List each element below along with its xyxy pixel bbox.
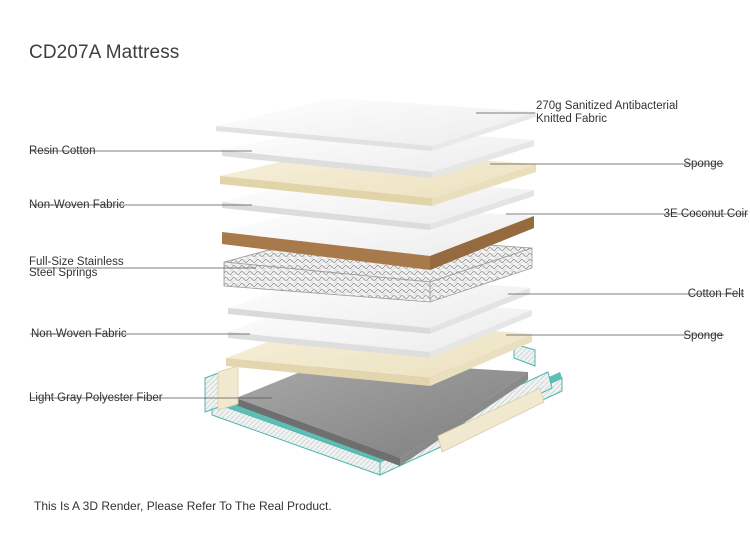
label-resin-cotton: Resin Cotton	[29, 145, 96, 157]
label-cotton-felt: Cotton Felt	[687, 288, 744, 300]
label-non-woven-fabric-top: Non-Woven Fabric	[29, 199, 125, 211]
knitted-fabric-layer	[216, 98, 536, 151]
leader-lines	[30, 112, 748, 399]
label-non-woven-fabric-bottom: Non-Woven Fabric	[31, 328, 127, 340]
label-knitted-fabric-line2: Knitted Fabric	[536, 113, 607, 125]
label-coconut-coir: 3E Coconut Coir	[663, 208, 748, 220]
label-steel-springs-line2: Steel Springs	[29, 267, 98, 279]
label-steel-springs-line1: Full-Size Stainless	[29, 256, 124, 268]
page-title: CD207A Mattress	[29, 42, 180, 63]
label-knitted-fabric-line1: 270g Sanitized Antibacterial	[536, 100, 678, 112]
label-polyester-fiber: Light Gray Polyester Fiber	[29, 392, 163, 404]
polyester-fiber-layer	[217, 360, 545, 466]
label-sponge-bottom: Sponge	[683, 330, 723, 342]
render-disclaimer: This Is A 3D Render, Please Refer To The…	[34, 499, 332, 513]
label-sponge-top: Sponge	[683, 158, 723, 170]
